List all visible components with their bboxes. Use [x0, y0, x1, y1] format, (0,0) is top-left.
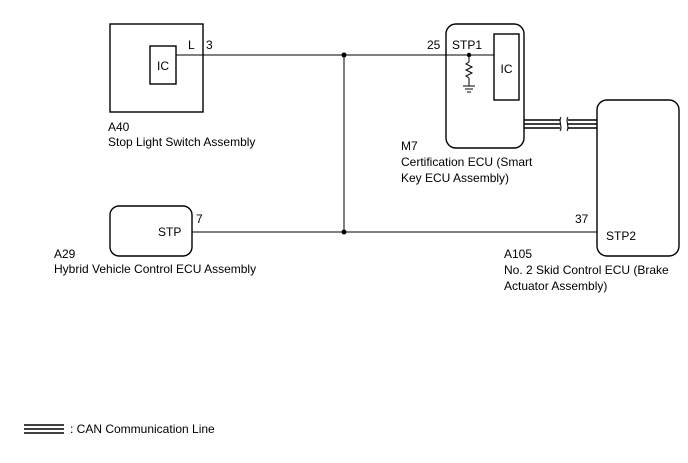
m7-name-line1: Certification ECU (Smart — [401, 155, 533, 169]
component-a105: STP2 37 A105 No. 2 Skid Control ECU (Bra… — [504, 99, 680, 293]
a105-housing — [596, 99, 680, 257]
a40-ic-label: IC — [157, 59, 169, 73]
m7-pin-label: STP1 — [452, 38, 482, 52]
component-a29: STP 7 A29 Hybrid Vehicle Control ECU Ass… — [54, 205, 256, 276]
m7-ic-label: IC — [501, 62, 513, 76]
a29-name: Hybrid Vehicle Control ECU Assembly — [54, 262, 256, 276]
a105-name-line2: Actuator Assembly) — [504, 279, 607, 293]
m7-code: M7 — [401, 139, 418, 153]
a105-pin-label: STP2 — [606, 229, 636, 243]
component-a40: IC L 3 A40 Stop Light Switch Assembly — [108, 23, 255, 149]
a40-code: A40 — [108, 120, 130, 134]
component-m7: IC 25 STP1 M7 Certification ECU (Smart K… — [401, 23, 533, 185]
legend: : CAN Communication Line — [24, 422, 215, 436]
a105-name-line1: No. 2 Skid Control ECU (Brake — [504, 263, 669, 277]
a29-code: A29 — [54, 247, 76, 261]
a105-pin-number: 37 — [575, 212, 589, 226]
a40-pin-number: 3 — [206, 38, 213, 52]
can-bus-m7-a105 — [524, 116, 597, 132]
splice-top — [341, 52, 347, 58]
m7-name-line2: Key ECU Assembly) — [401, 171, 509, 185]
a29-pin-number: 7 — [196, 212, 203, 226]
break-mark-icon — [559, 116, 562, 132]
m7-ic-block — [493, 33, 520, 101]
a105-code: A105 — [504, 247, 532, 261]
ground-icon — [463, 85, 475, 93]
m7-pin-number: 25 — [427, 38, 441, 52]
can-line-legend-label: : CAN Communication Line — [70, 422, 215, 436]
can-line-legend-icon — [24, 424, 64, 434]
m7-resistor-icon — [464, 61, 474, 79]
a40-pin-label: L — [188, 38, 195, 52]
a40-ic-block — [149, 45, 177, 85]
a29-pin-label: STP — [158, 225, 181, 239]
a29-housing — [109, 205, 193, 257]
splice-bottom — [341, 229, 347, 235]
a40-name: Stop Light Switch Assembly — [108, 135, 255, 149]
